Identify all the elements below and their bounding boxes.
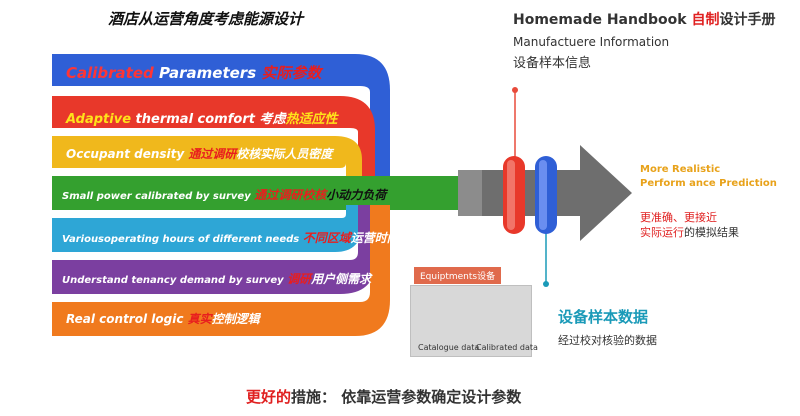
handbook-title: Homemade Handbook 自制设计手册 — [513, 12, 776, 28]
result-cn: 更准确、更接近实际运行的模拟结果 — [640, 211, 739, 239]
blue-pin-head — [543, 281, 549, 287]
catalogue-caption: Catalogue data — [418, 343, 480, 352]
stripe-5 — [52, 205, 362, 252]
stripe-6 — [52, 205, 375, 294]
manufacturer-info-cn: 设备样本信息 — [513, 56, 592, 71]
stripe-2-label: Adaptive thermal comfort 考虑热适应性 — [66, 112, 338, 127]
device-data-subtitle: 经过校对核验的数据 — [558, 334, 657, 347]
stripe-4-label: Small power calibrated by survey 通过调研校核小… — [62, 188, 387, 202]
red-pin-head — [512, 87, 518, 93]
stripe-1 — [52, 54, 390, 200]
red-ring — [503, 156, 525, 234]
arrow-shade — [458, 170, 482, 216]
stripe-7-label: Real control logic 真实控制逻辑 — [66, 312, 260, 326]
manufacturer-info-en: Manufactuere Information — [513, 35, 670, 49]
equipment-label: Equiptments设备 — [414, 267, 502, 284]
stripe-3 — [52, 136, 362, 180]
footer-statement: 更好的措施： 依靠运营参数确定设计参数 — [246, 388, 522, 406]
blue-ring — [535, 156, 557, 234]
stripe-5-label: Variousoperating hours of different need… — [62, 231, 399, 245]
page-title: 酒店从运营角度考虑能源设计 — [108, 10, 304, 28]
stripe-2 — [52, 96, 375, 200]
calibrated-caption: Calibrated data — [476, 343, 538, 352]
stripe-6-label: Understand tenancy demand by survey 调研用户… — [62, 272, 372, 286]
device-data-title: 设备样本数据 — [558, 308, 649, 326]
stripe-4 — [52, 176, 460, 210]
stripe-3-label: Occupant density 通过调研校核实际人员密度 — [66, 147, 333, 161]
stripe-1-label: Calibrated Parameters 实际参数 — [66, 64, 322, 82]
stripe-7 — [52, 205, 390, 336]
equipment-box — [410, 285, 532, 357]
